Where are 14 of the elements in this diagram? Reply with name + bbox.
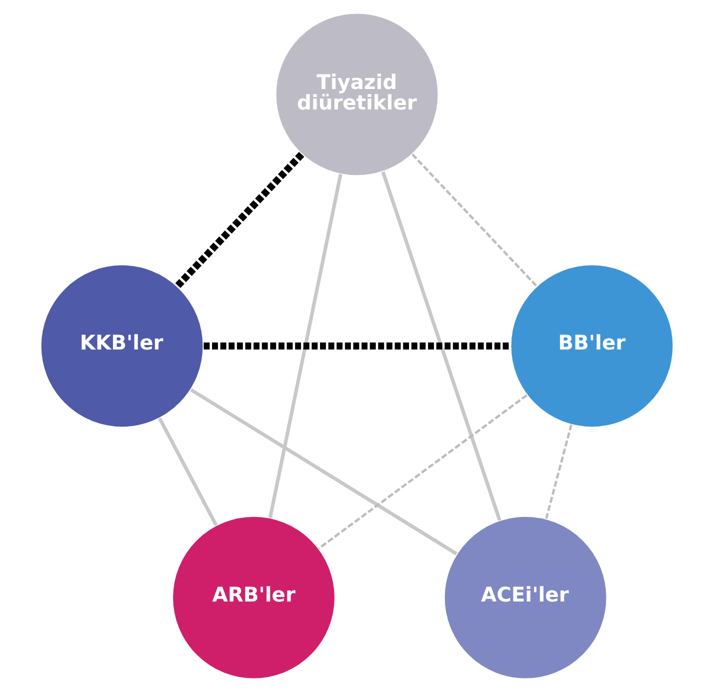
node-circle: ARB'ler: [171, 516, 336, 680]
node-circle: KKB'ler: [40, 264, 204, 428]
node-circle: BB'ler: [510, 264, 674, 428]
node-circle: Tiyazid diüretikler: [274, 12, 438, 176]
connector: [380, 171, 501, 521]
connector: [174, 152, 304, 288]
connector: [318, 394, 527, 550]
connector: [411, 154, 537, 287]
connector: [203, 342, 510, 350]
node-circle: ACEi'ler: [443, 516, 607, 680]
connector: [544, 424, 572, 520]
connector: [190, 388, 457, 556]
connector: [268, 174, 342, 518]
connector: [158, 417, 218, 526]
